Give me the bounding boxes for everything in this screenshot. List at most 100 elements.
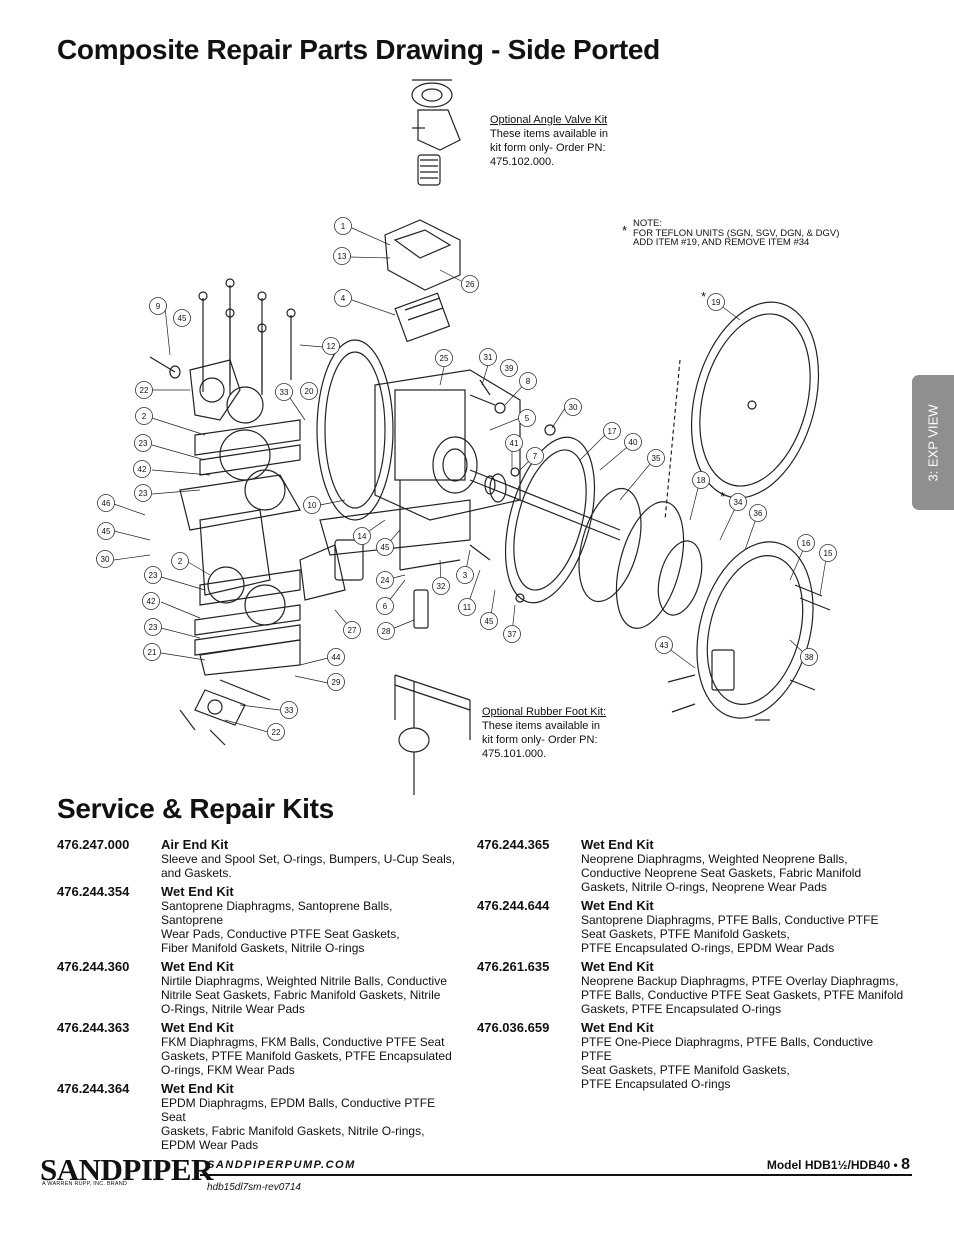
kit-part-number: 476.244.363 xyxy=(57,1020,130,1035)
callout-2: 2 xyxy=(135,407,153,425)
manifold-and-balls-drawing xyxy=(149,356,364,746)
callout-2: 2 xyxy=(171,552,189,570)
teflon-note-line: NOTE: xyxy=(633,218,663,229)
kit-name: Air End Kit xyxy=(161,837,229,852)
callout-12: 12 xyxy=(322,337,340,355)
kit-part-number: 476.247.000 xyxy=(57,837,130,852)
callout-number: 45 xyxy=(485,617,494,626)
callout-circle xyxy=(458,598,476,616)
teflon-note-star: * xyxy=(622,223,628,238)
callout-number: 38 xyxy=(805,653,814,662)
callout-circle xyxy=(300,382,318,400)
callout-circle xyxy=(479,348,497,366)
callout-24: 24 xyxy=(376,571,394,589)
callout-number: 15 xyxy=(824,549,833,558)
callout-36: 36 xyxy=(749,504,767,522)
callout-number: 20 xyxy=(305,387,314,396)
callout-circle xyxy=(334,289,352,307)
callout-number: 13 xyxy=(338,252,347,261)
callout-circle xyxy=(353,527,371,545)
callout-circle xyxy=(334,217,352,235)
callout-number: 23 xyxy=(149,623,158,632)
callout-circle xyxy=(376,597,394,615)
callout-number: 30 xyxy=(569,403,578,412)
callout-number: 14 xyxy=(358,532,367,541)
kit-name: Wet End Kit xyxy=(581,837,654,852)
callout-44: 44 xyxy=(327,648,345,666)
callout-21: 21 xyxy=(143,643,161,661)
callout-number: 45 xyxy=(102,527,111,536)
callout-19: 19 xyxy=(707,293,725,311)
callout-circle xyxy=(526,447,544,465)
callout-number: 31 xyxy=(484,353,493,362)
kit-description-line: PTFE Encapsulated O-rings, EPDM Wear Pad… xyxy=(581,941,835,955)
kit-name: Wet End Kit xyxy=(161,959,234,974)
callout-27: 27 xyxy=(343,621,361,639)
kit-description-line: Nitrile Seat Gaskets, Fabric Manifold Ga… xyxy=(161,988,441,1002)
callout-number: 33 xyxy=(285,706,294,715)
callout-30: 30 xyxy=(564,398,582,416)
callout-number: 45 xyxy=(178,314,187,323)
kit-name: Wet End Kit xyxy=(161,884,234,899)
callout-number: 41 xyxy=(510,439,519,448)
callout-circle xyxy=(692,471,710,489)
callout-number: 10 xyxy=(308,501,317,510)
rubber-foot-note-line: These items available in xyxy=(482,720,601,732)
callout-circle xyxy=(800,648,818,666)
callout-circle xyxy=(280,701,298,719)
kit-description-line: Santoprene Diaphragms, Santoprene Balls,… xyxy=(161,899,393,927)
callout-37: 37 xyxy=(503,625,521,643)
callout-43: 43 xyxy=(655,636,673,654)
callout-circle xyxy=(322,337,340,355)
sandpiper-logo: SANDPIPER xyxy=(40,1152,213,1187)
angle-valve-note-title: Optional Angle Valve Kit xyxy=(490,114,608,126)
rubber-foot-note: Optional Rubber Foot Kit: These items av… xyxy=(482,705,606,761)
callout-circle xyxy=(819,544,837,562)
callout-number: 19 xyxy=(712,298,721,307)
callout-circle xyxy=(133,460,151,478)
callout-39: 39 xyxy=(500,359,518,377)
kit-description-line: FKM Diaphragms, FKM Balls, Conductive PT… xyxy=(161,1035,445,1049)
callout-circle xyxy=(376,571,394,589)
callout-number: 4 xyxy=(341,294,346,303)
callout-10: 10 xyxy=(303,496,321,514)
callout-4: 4 xyxy=(334,289,352,307)
callout-circle xyxy=(327,673,345,691)
callout-28: 28 xyxy=(377,622,395,640)
callout-circle xyxy=(97,522,115,540)
callout-number: 2 xyxy=(142,412,147,421)
callout-26: 26 xyxy=(461,275,479,293)
callout-35: 35 xyxy=(647,449,665,467)
section-tab[interactable]: 3: EXP VIEW xyxy=(912,375,954,510)
callout-circle xyxy=(376,538,394,556)
callout-33: 33 xyxy=(275,383,293,401)
callout-number: 34 xyxy=(734,498,743,507)
callout-29: 29 xyxy=(327,673,345,691)
kit-description-line: Neoprene Backup Diaphragms, PTFE Overlay… xyxy=(581,974,899,988)
callout-circle xyxy=(655,636,673,654)
callout-23: 23 xyxy=(134,434,152,452)
kit-description-line: and Gaskets. xyxy=(161,866,232,880)
callout-number: 43 xyxy=(660,641,669,650)
callout-number: 9 xyxy=(156,302,161,311)
kit-description-line: PTFE Balls, Conductive PTFE Seat Gaskets… xyxy=(581,988,904,1002)
callout-46: 46 xyxy=(97,494,115,512)
callout-circle xyxy=(518,409,536,427)
callout-circle xyxy=(456,566,474,584)
callout-23: 23 xyxy=(144,618,162,636)
callout-number: 1 xyxy=(341,222,346,231)
callout-circle xyxy=(173,309,191,327)
callout-number: 18 xyxy=(697,476,706,485)
outer-diaphragm-drawing xyxy=(664,301,820,521)
callout-number: 39 xyxy=(505,364,514,373)
website-link[interactable]: SANDPIPERPUMP.COM xyxy=(207,1159,356,1171)
callout-number: 22 xyxy=(272,728,281,737)
kit-description-line: Gaskets, Nitrile O-rings, Neoprene Wear … xyxy=(581,880,827,894)
rubber-foot-note-title: Optional Rubber Foot Kit: xyxy=(482,706,607,718)
